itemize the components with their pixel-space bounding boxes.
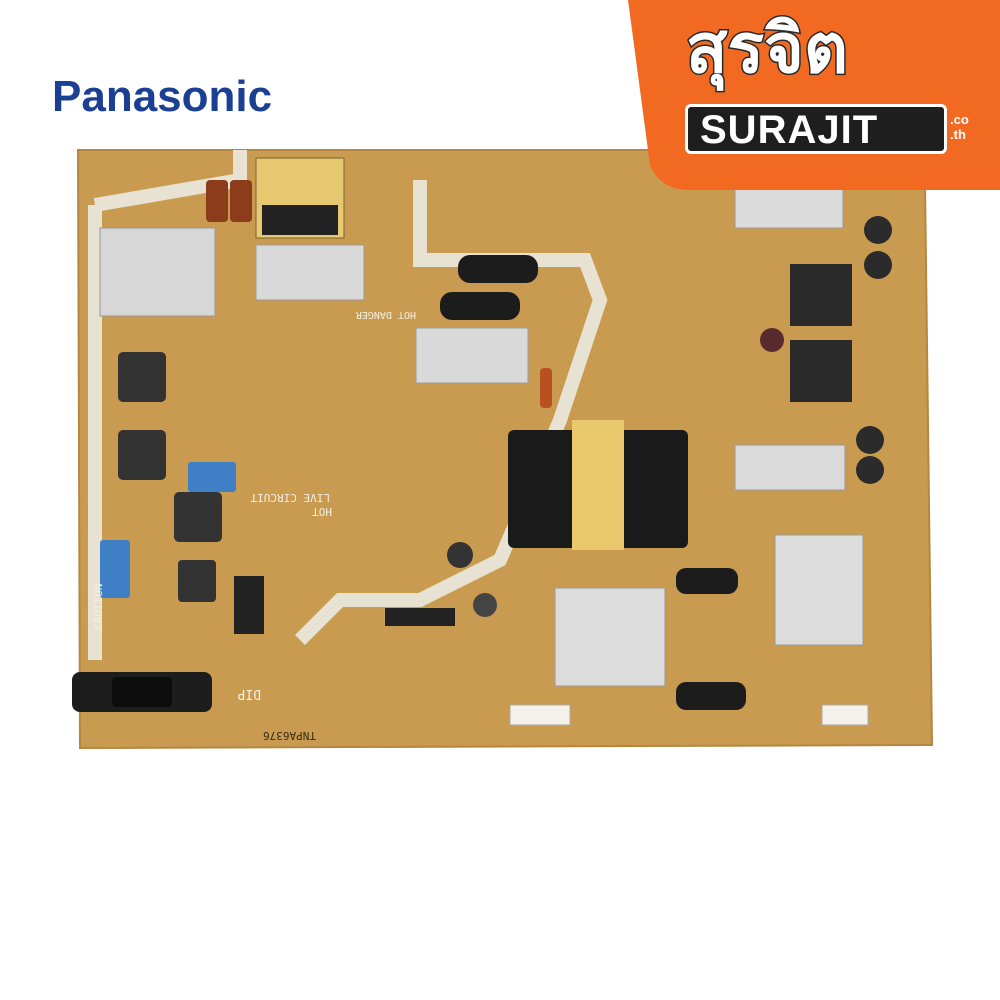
choke — [174, 492, 222, 542]
ic-chip — [385, 608, 455, 626]
heatsink — [774, 534, 864, 646]
capacitor — [856, 426, 884, 454]
board-dip-label: DIP — [237, 686, 261, 701]
choke — [178, 560, 216, 602]
transformer — [790, 264, 852, 326]
transformer-core — [262, 205, 338, 235]
film-capacitor — [206, 180, 228, 222]
thai-store-logo: สุรจิต — [684, 10, 849, 89]
heatsink — [99, 227, 216, 317]
board-danger-label: HOT DANGER — [355, 309, 416, 320]
capacitor — [864, 216, 892, 244]
board-live-circuit-label: LIVE CIRCUIT — [250, 491, 330, 504]
choke — [118, 430, 166, 480]
film-capacitor — [100, 540, 130, 598]
capacitor — [447, 542, 473, 568]
ac-inlet-socket — [112, 677, 172, 707]
heatsink — [734, 187, 844, 229]
store-logo-suffix-bottom: .th — [950, 127, 966, 142]
film-capacitor — [540, 368, 552, 408]
store-logo-text: SURAJIT — [700, 108, 879, 152]
store-logo-box — [685, 104, 947, 154]
brand-logo: Panasonic — [52, 72, 273, 121]
film-capacitor — [230, 180, 252, 222]
capacitor — [473, 593, 497, 617]
board-hot-label: HOT — [312, 505, 332, 518]
capacitor — [676, 682, 746, 710]
store-logo-suffix: .co .th — [950, 112, 969, 142]
heatsink — [734, 444, 846, 491]
transformer — [790, 340, 852, 402]
film-capacitor — [188, 462, 236, 492]
capacitor — [760, 328, 784, 352]
board-caution-label: CAUTION — [92, 584, 105, 630]
choke — [118, 352, 166, 402]
capacitor — [458, 255, 538, 283]
connector — [509, 704, 571, 726]
heatsink — [255, 244, 365, 301]
capacitor — [856, 456, 884, 484]
store-logo-suffix-top: .co — [950, 112, 969, 127]
capacitor — [440, 292, 520, 320]
heatsink — [554, 587, 666, 687]
heatsink — [415, 327, 529, 384]
transformer-bobbin — [572, 420, 624, 550]
fuse — [234, 576, 264, 634]
capacitor — [864, 251, 892, 279]
board-part-number: TNPA6376 — [263, 729, 316, 742]
connector — [821, 704, 869, 726]
capacitor — [676, 568, 738, 594]
